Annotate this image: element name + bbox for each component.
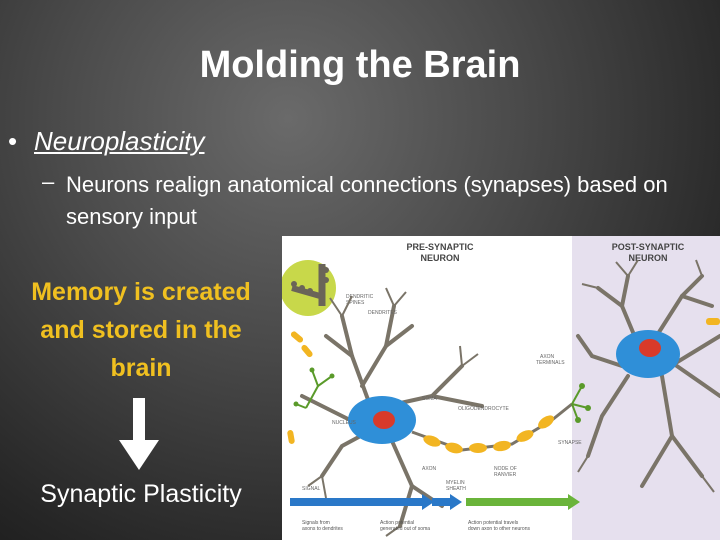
signal-arrow-blue-2 (432, 494, 462, 510)
step1-line2: axons to dendrites (302, 526, 343, 532)
pre-header-2: NEURON (420, 253, 459, 263)
post-header-2: NEURON (628, 253, 667, 263)
label-dendritic: DENDRITIC (346, 294, 374, 300)
synaptic-plasticity-label: Synaptic Plasticity (40, 480, 242, 508)
label-signal: SIGNAL (302, 486, 321, 492)
sub-bullet-text: Neurons realign anatomical connections (… (66, 172, 668, 229)
label-synapse: SYNAPSE (558, 440, 582, 446)
bullet-neuroplasticity: Neuroplasticity (34, 126, 205, 156)
label-myelin-1: MYELIN (446, 480, 465, 486)
label-axon-terminals-2: TERMINALS (536, 360, 565, 366)
step1-line1: Signals from (302, 520, 330, 526)
label-node-2: RANVIER (494, 472, 517, 478)
label-myelin-2: SHEATH (446, 486, 466, 492)
signal-arrow-green (466, 494, 580, 510)
memory-statement: Memory is created and stored in the brai… (31, 278, 251, 382)
label-axon-terminals-1: AXON (540, 354, 555, 360)
bullet-marker: • (8, 126, 18, 156)
neuron-diagram: PRE-SYNAPTIC NEURON POST-SYNAPTIC NEURON… (282, 236, 720, 540)
sub-bullet-marker: – (42, 169, 55, 194)
step3-line2: down axon to other neurons (468, 526, 530, 532)
label-soma: SOMA (422, 396, 437, 402)
post-nucleus (639, 339, 661, 357)
label-axon: AXON (422, 466, 437, 472)
label-node-1: NODE OF (494, 466, 517, 472)
signal-arrow-blue (290, 494, 434, 510)
slide-title: Molding the Brain (199, 44, 521, 86)
step2-line1: Action potential (380, 520, 414, 526)
pre-header-1: PRE-SYNAPTIC (406, 242, 474, 252)
post-header-1: POST-SYNAPTIC (612, 242, 685, 252)
step2-line2: generated out of soma (380, 526, 430, 532)
down-arrow-icon (117, 398, 161, 477)
label-oligodendrocyte: OLIGODENDROCYTE (458, 406, 510, 412)
label-nucleus: NUCLEUS (332, 420, 357, 426)
step3-line1: Action potential travels (468, 520, 519, 526)
label-spines: SPINES (346, 300, 365, 306)
label-dendrites: DENDRITES (368, 310, 398, 316)
pre-nucleus (373, 411, 395, 429)
